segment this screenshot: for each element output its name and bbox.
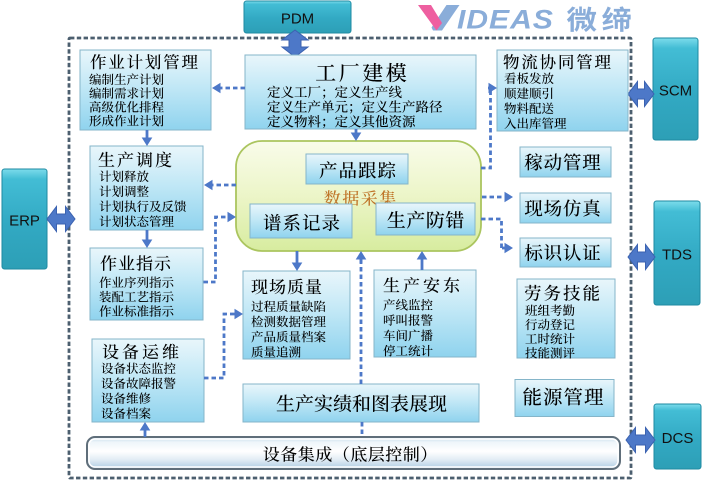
svg-text:DCS: DCS xyxy=(662,430,694,447)
svg-text:ERP: ERP xyxy=(9,212,40,229)
svg-text:TDS: TDS xyxy=(662,246,692,263)
svg-text:PDM: PDM xyxy=(281,10,314,27)
svg-text:SCM: SCM xyxy=(659,82,692,99)
svg-text:IDEAS: IDEAS xyxy=(457,5,554,35)
